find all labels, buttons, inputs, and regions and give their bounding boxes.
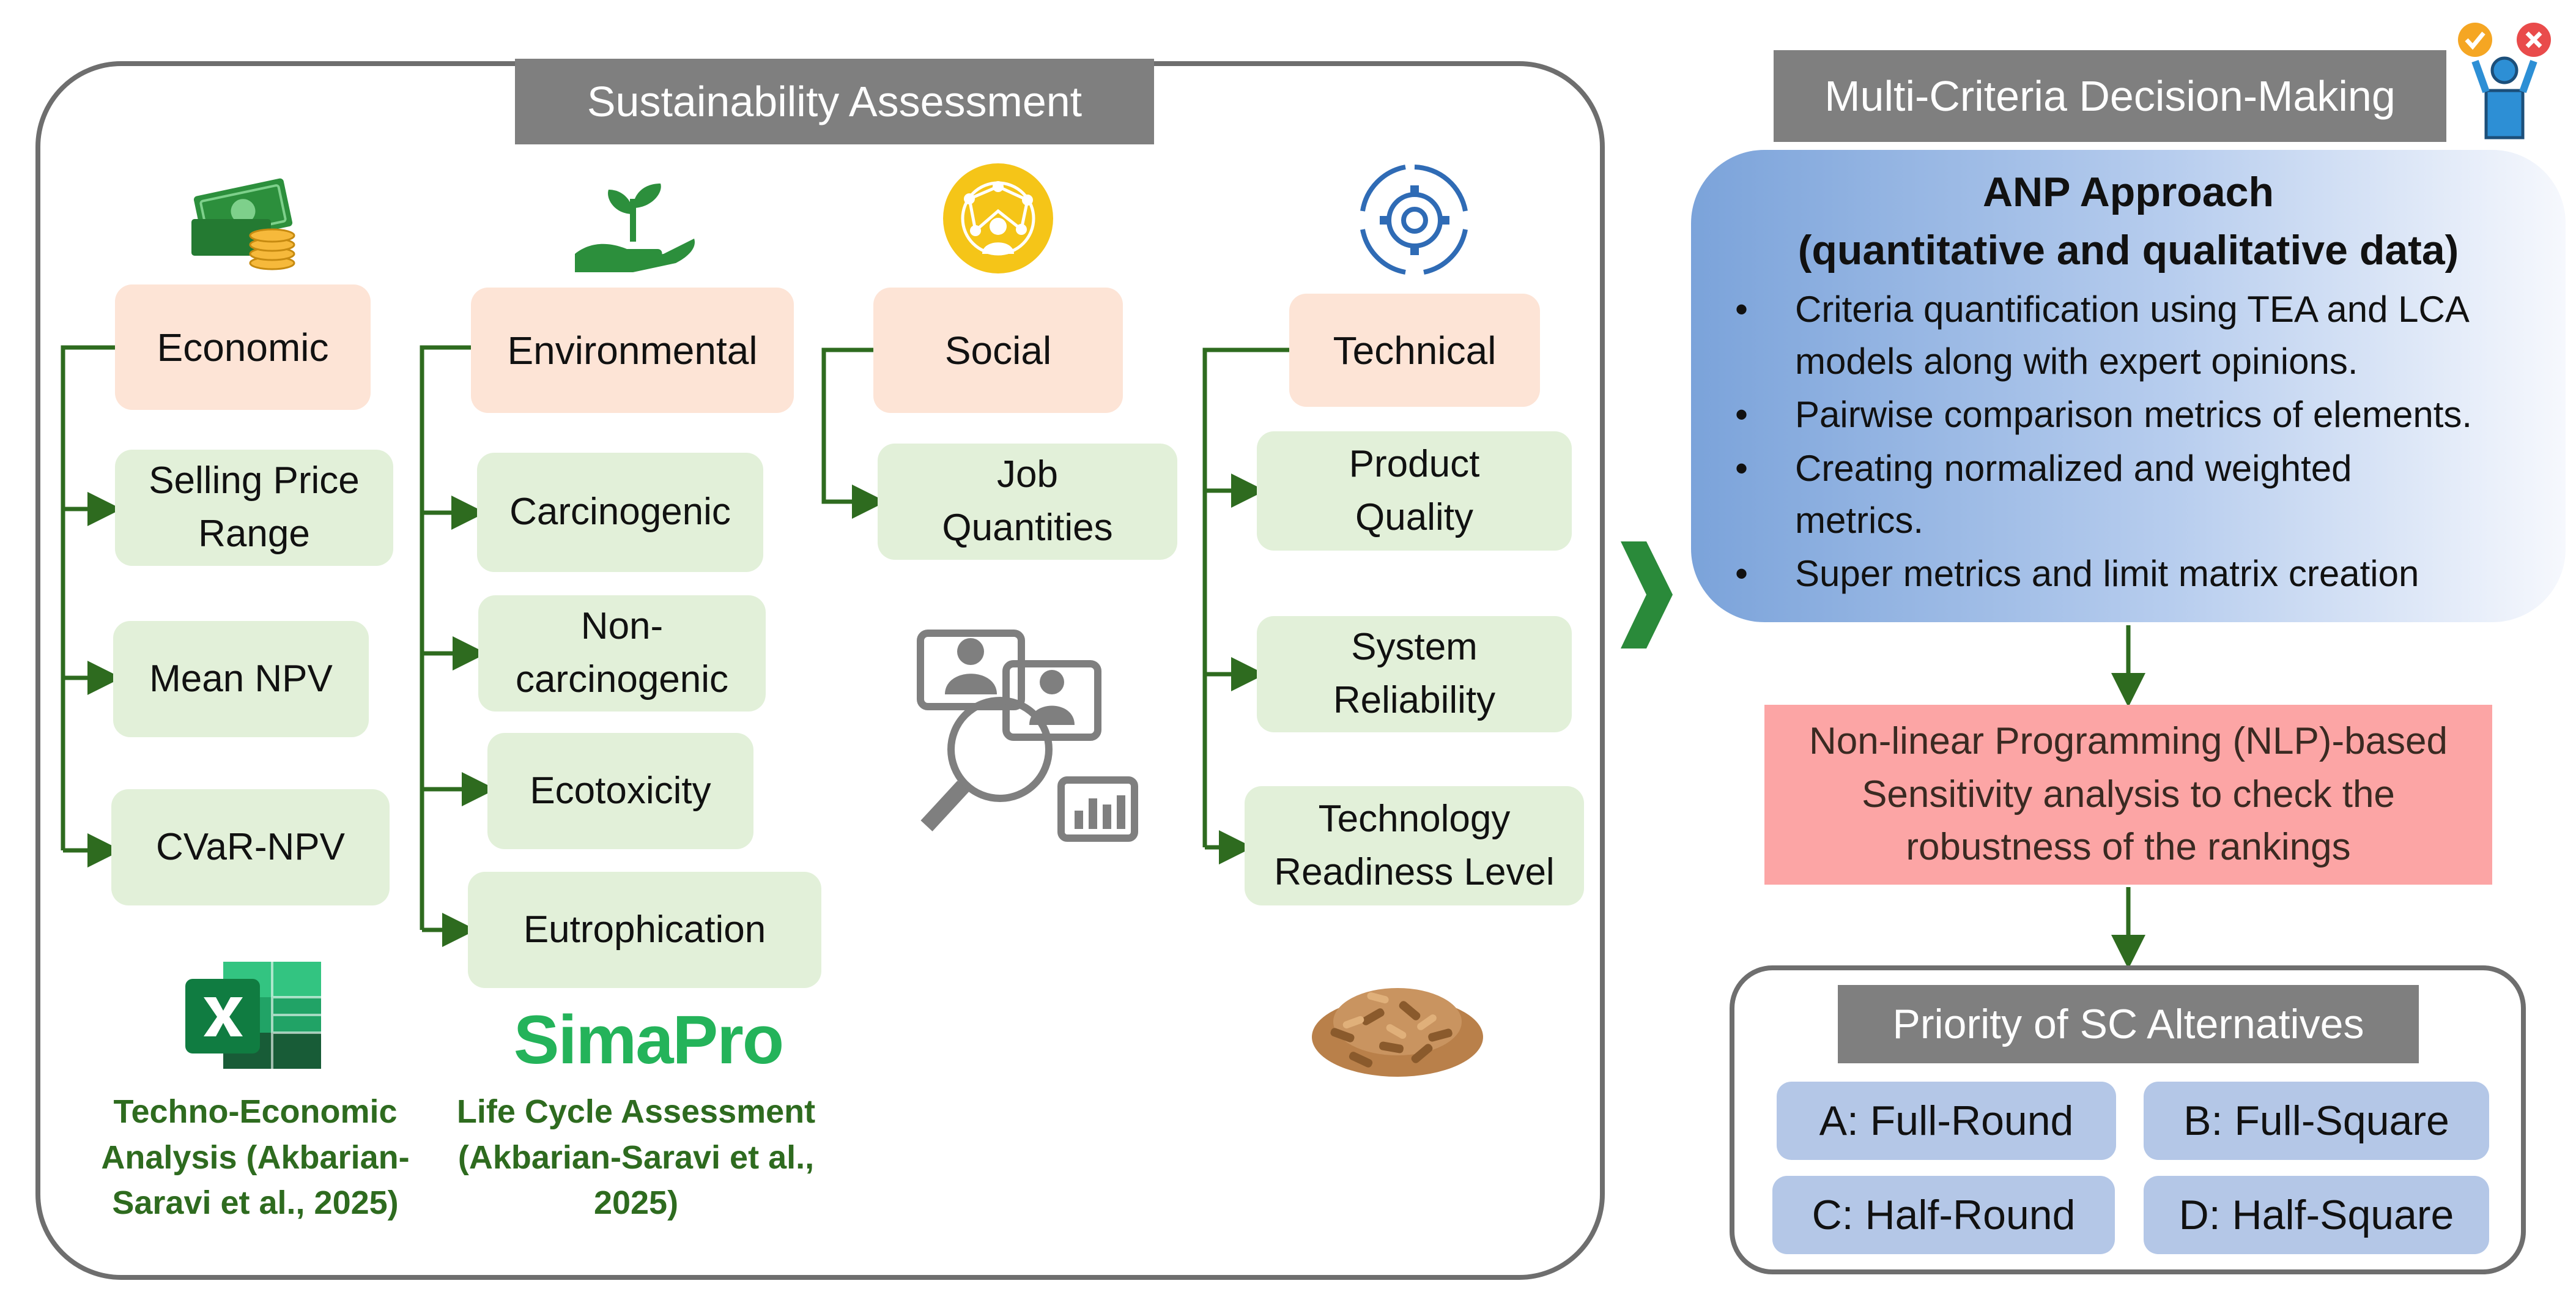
anp-subtitle: (quantitative and qualitative data)	[1797, 227, 2459, 274]
simapro-caption: Life Cycle Assessment (Akbarian-Saravi e…	[456, 1093, 816, 1222]
excel-icon	[185, 962, 321, 1069]
item-mean-npv: Mean NPV	[113, 621, 369, 737]
pellets-image	[1312, 988, 1483, 1077]
anp-bullet-2: Pairwise comparison metrics of elements.	[1795, 394, 2473, 435]
simapro-logo: SimaPro	[513, 1001, 784, 1078]
nlp-sensitivity-box: Non-linear Programming (NLP)-based Sensi…	[1764, 705, 2492, 885]
alternative-d: D: Half-Square	[2144, 1176, 2489, 1254]
category-technical: Technical	[1289, 294, 1540, 407]
mcdm-title: Multi-Criteria Decision-Making	[1774, 50, 2446, 142]
gear-icon	[1360, 165, 1468, 275]
money-icon	[191, 178, 295, 270]
item-eutrophication: Eutrophication	[468, 872, 821, 988]
bullet-marker: •	[1735, 289, 1749, 330]
item-non-carcinogenic: Non- carcinogenic	[478, 595, 766, 712]
item-technology-readiness-level: Technology Readiness Level	[1245, 786, 1584, 905]
excel-caption: Techno-Economic Analysis (Akbarian- Sara…	[101, 1093, 410, 1222]
network-people-icon	[943, 163, 1053, 273]
alternative-a: A: Full-Round	[1777, 1082, 2116, 1160]
bullet-marker: •	[1735, 448, 1749, 489]
alternative-c: C: Half-Round	[1772, 1176, 2115, 1254]
anp-bullet-4: Super metrics and limit matrix creation	[1795, 553, 2419, 594]
item-system-reliability: System Reliability	[1257, 616, 1572, 732]
category-economic: Economic	[115, 284, 371, 410]
anp-bullet-1: Criteria quantification using TEA and LC…	[1795, 289, 2470, 382]
item-product-quality: Product Quality	[1257, 431, 1572, 551]
people-search-icon	[917, 630, 1138, 842]
decision-person-icon	[2458, 23, 2551, 139]
item-carcinogenic: Carcinogenic	[477, 453, 763, 572]
anp-bullet-3: Creating normalized and weighted metrics…	[1795, 448, 2352, 541]
item-job-quantities: Job Quantities	[878, 444, 1177, 560]
bullet-marker: •	[1735, 394, 1749, 435]
alternative-b: B: Full-Square	[2144, 1082, 2489, 1160]
chevron-right-icon	[1621, 541, 1673, 648]
sustainability-title: Sustainability Assessment	[515, 59, 1154, 144]
item-selling-price-range: Selling Price Range	[115, 450, 393, 566]
plant-hand-icon	[575, 184, 695, 272]
category-social: Social	[873, 288, 1123, 413]
anp-title: ANP Approach	[1982, 169, 2274, 215]
anp-box: ANP Approach (quantitative and qualitati…	[1691, 150, 2566, 622]
category-environmental: Environmental	[471, 288, 794, 413]
item-cvar-npv: CVaR-NPV	[111, 789, 390, 905]
bullet-marker: •	[1735, 553, 1749, 594]
priority-panel	[1730, 965, 2526, 1274]
item-ecotoxicity: Ecotoxicity	[487, 733, 753, 849]
priority-title: Priority of SC Alternatives	[1838, 985, 2419, 1063]
